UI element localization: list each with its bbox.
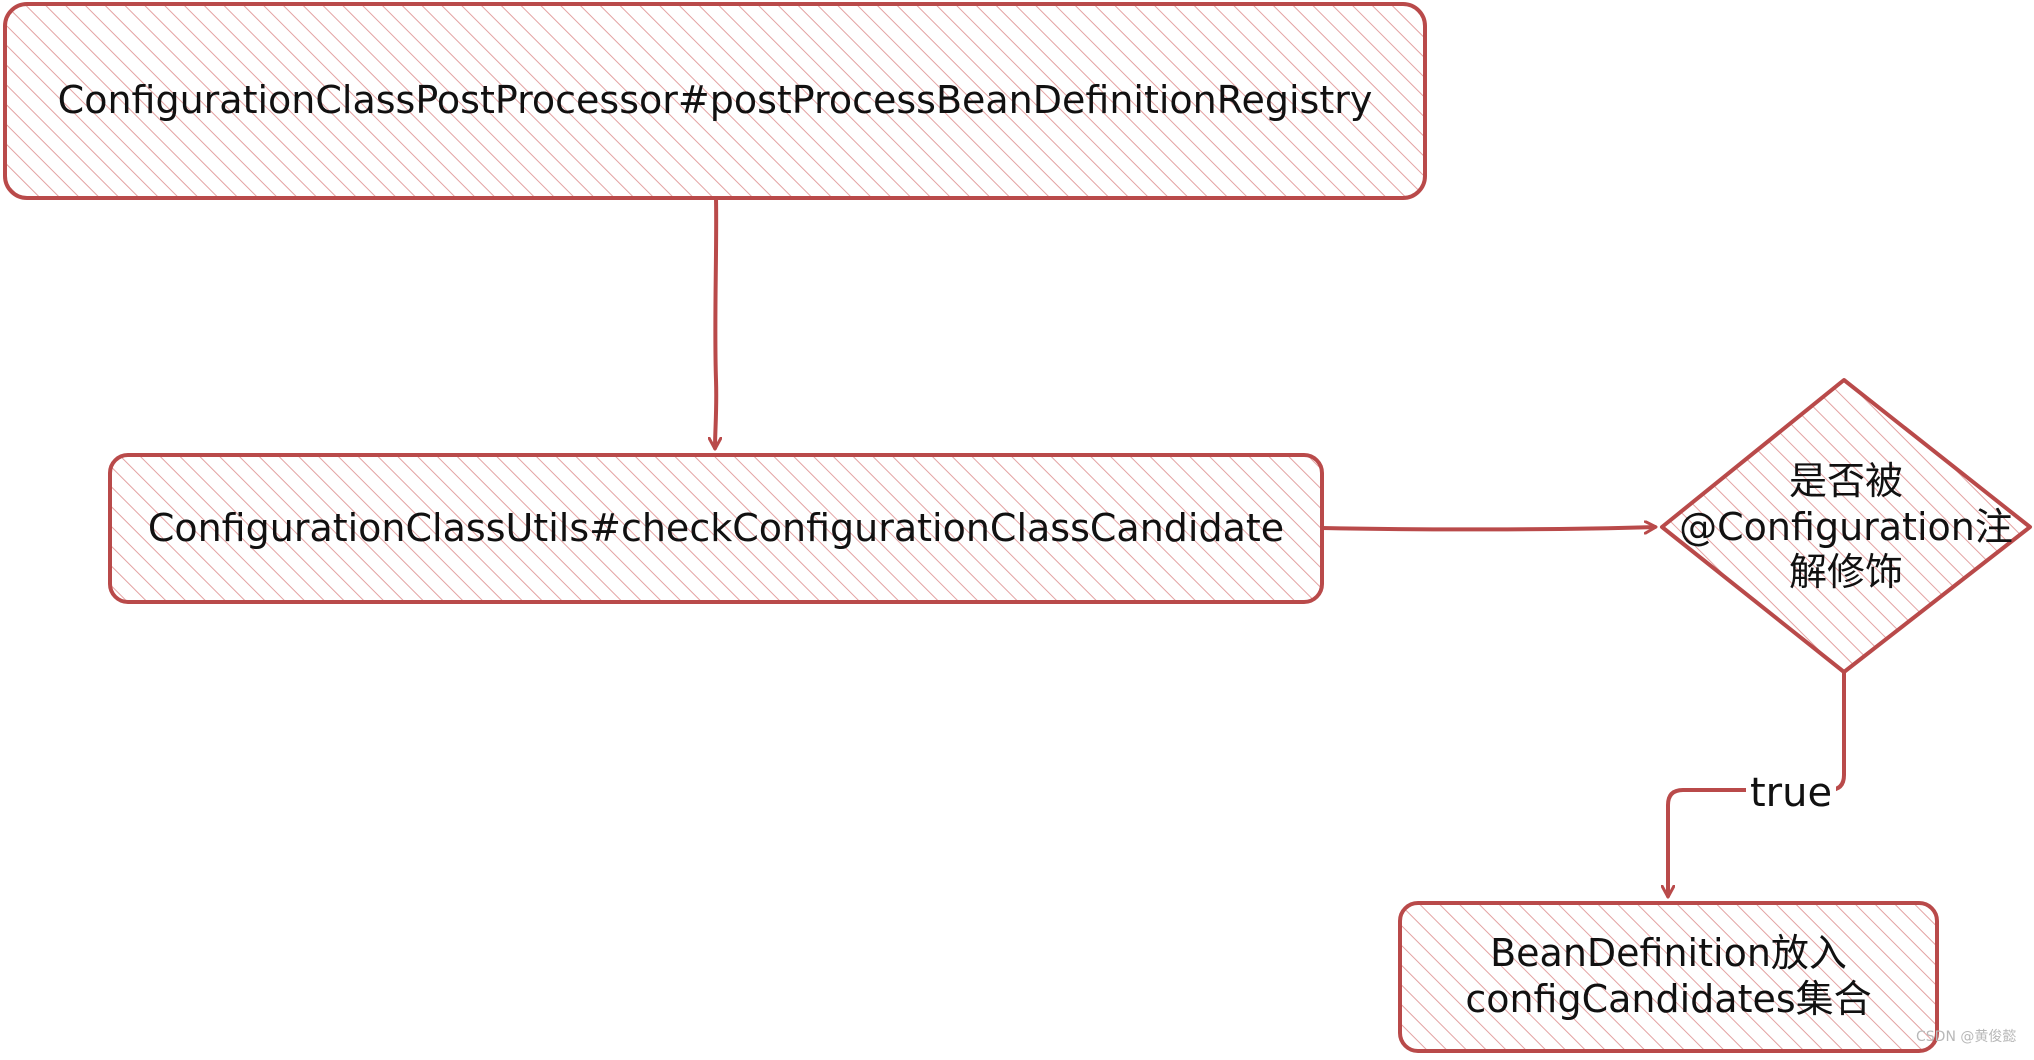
check-label: ConfigurationClassUtils#checkConfigurati… (110, 455, 1322, 602)
decision-line-3: 解修饰 (1788, 550, 1903, 595)
registry-label-text: ConfigurationClassPostProcessor#postProc… (57, 78, 1373, 123)
decision-label: 是否被 @Configuration注 解修饰 (1662, 440, 2030, 615)
check-label-text: ConfigurationClassUtils#checkConfigurati… (147, 505, 1285, 550)
edge-check-to-decision (1320, 527, 1655, 529)
registry-label: ConfigurationClassPostProcessor#postProc… (5, 4, 1425, 198)
true-edge-label: true (1746, 770, 1837, 816)
candidates-box (1398, 901, 1939, 1053)
decision-line-1: 是否被 (1788, 459, 1903, 504)
candidates-line-2: configCandidates集合 (1465, 977, 1872, 1021)
candidates-line-1: BeanDefinition放入 (1490, 931, 1847, 976)
candidates-label: BeanDefinition放入 configCandidates集合 (1400, 903, 1937, 1051)
decision-line-2: @Configuration注 (1679, 504, 2013, 549)
edge-registry-to-check (715, 196, 716, 448)
watermark: CSDN @黄俊懿 (1916, 1029, 2017, 1045)
